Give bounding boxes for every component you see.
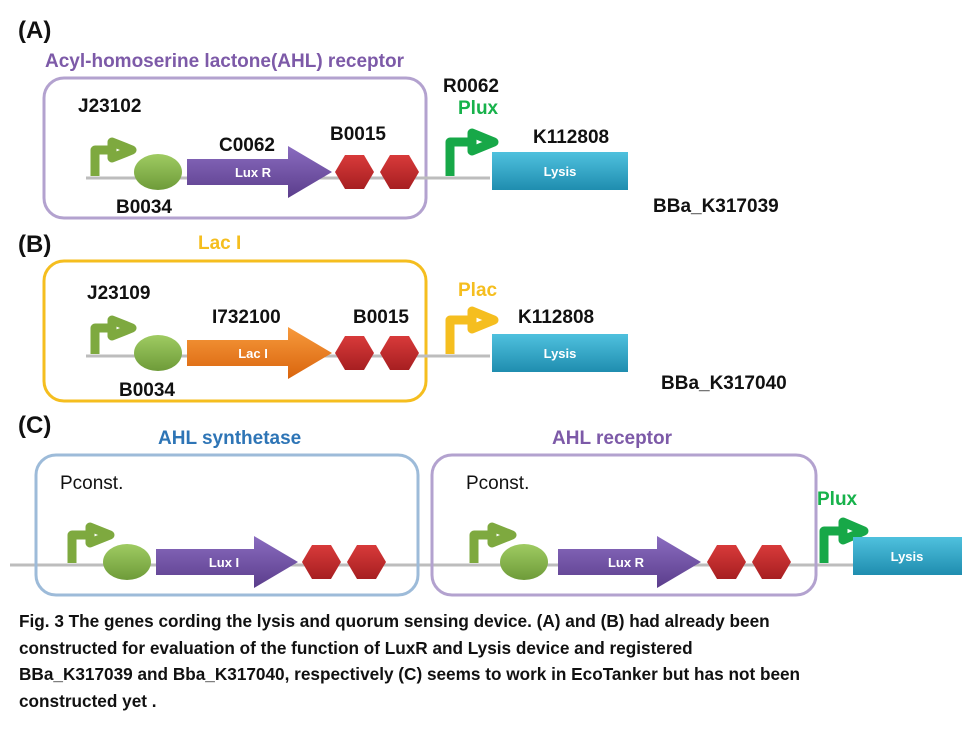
plux-promoter-icon-a bbox=[445, 128, 499, 176]
box-title-b: Lac I bbox=[198, 233, 241, 254]
caption-line-4: constructed yet . bbox=[19, 690, 157, 711]
part-id-a: BBa_K317039 bbox=[653, 196, 779, 217]
luxi-gene-arrow bbox=[156, 536, 298, 588]
label-plux-a: Plux bbox=[458, 98, 499, 119]
device-box-c-right bbox=[430, 453, 818, 597]
rbs-icon-c-right bbox=[500, 544, 548, 580]
promoter-j23109-icon bbox=[90, 315, 137, 354]
laci-gene-arrow bbox=[187, 327, 332, 379]
lysis-label-c: Lysis bbox=[891, 549, 924, 564]
terminator-hexagon-c2 bbox=[347, 545, 386, 579]
luxr-gene-arrow-c bbox=[558, 536, 701, 588]
box-title-a: Acyl-homoserine lactone(AHL) receptor bbox=[45, 51, 405, 72]
lysis-block-a bbox=[492, 152, 628, 190]
rbs-icon-c-left bbox=[103, 544, 151, 580]
label-j23109: J23109 bbox=[87, 283, 150, 304]
label-pconst-right: Pconst. bbox=[466, 473, 529, 494]
box-title-c-right: AHL receptor bbox=[552, 428, 673, 449]
lysis-label-b: Lysis bbox=[544, 346, 577, 361]
terminator-hexagon-c4 bbox=[752, 545, 791, 579]
label-plac: Plac bbox=[458, 280, 498, 301]
lysis-block-b bbox=[492, 334, 628, 372]
caption-line-3: BBa_K317039 and Bba_K317040, respectivel… bbox=[19, 664, 801, 684]
label-i732100: I732100 bbox=[212, 307, 281, 328]
panel-c: (C) AHL synthetase Pconst. Lux I AHL rec… bbox=[10, 412, 962, 597]
device-box-b bbox=[42, 259, 428, 403]
label-k112808-b: K112808 bbox=[518, 307, 594, 328]
label-r0062: R0062 bbox=[443, 76, 499, 97]
terminator-hexagon-c3 bbox=[707, 545, 746, 579]
label-b0015-b: B0015 bbox=[353, 307, 409, 328]
terminator-hexagon-b1 bbox=[335, 336, 374, 370]
luxr-gene-arrow bbox=[187, 146, 332, 198]
section-label-a: (A) bbox=[18, 17, 51, 44]
terminator-hexagon-b2 bbox=[380, 336, 419, 370]
label-plux-c: Plux bbox=[817, 489, 858, 510]
lysis-block-c bbox=[853, 537, 962, 575]
label-j23102: J23102 bbox=[78, 96, 141, 117]
plux-promoter-icon-c bbox=[819, 517, 869, 563]
rbs-b0034-icon bbox=[134, 154, 182, 190]
label-rbs-b: B0034 bbox=[119, 380, 175, 401]
label-b0015-a: B0015 bbox=[330, 124, 386, 145]
promoter-pconst-icon-left bbox=[67, 522, 115, 563]
part-id-b: BBa_K317040 bbox=[661, 373, 787, 394]
rbs-b0034-icon-b bbox=[134, 335, 182, 371]
gene-label-luxr-a: Lux R bbox=[235, 165, 272, 180]
plac-promoter-icon bbox=[445, 306, 499, 354]
device-box-c-left bbox=[34, 453, 420, 597]
label-rbs-a: B0034 bbox=[116, 197, 172, 218]
terminator-hexagon-c1 bbox=[302, 545, 341, 579]
figure-caption: Fig. 3 The genes cording the lysis and q… bbox=[19, 608, 959, 714]
panel-a: (A) Acyl-homoserine lactone(AHL) recepto… bbox=[18, 17, 779, 220]
promoter-pconst-icon-right bbox=[469, 522, 517, 563]
box-title-c-left: AHL synthetase bbox=[158, 428, 301, 449]
section-label-c: (C) bbox=[18, 412, 51, 439]
gene-label-luxr-c: Lux R bbox=[608, 555, 645, 570]
caption-line-2: constructed for evaluation of the functi… bbox=[19, 637, 693, 658]
lysis-label-a: Lysis bbox=[544, 164, 577, 179]
promoter-j23102-icon bbox=[90, 137, 137, 176]
gene-label-luxi: Lux I bbox=[209, 555, 239, 570]
gene-label-laci-b: Lac I bbox=[238, 346, 268, 361]
label-k112808-a: K112808 bbox=[533, 127, 609, 148]
panel-b: (B) Lac I J23109 B0034 Lac I I732100 B00… bbox=[18, 231, 787, 403]
section-label-b: (B) bbox=[18, 231, 51, 258]
device-box-a bbox=[42, 76, 428, 220]
terminator-hexagon-a1 bbox=[335, 155, 374, 189]
terminator-hexagon-a2 bbox=[380, 155, 419, 189]
label-pconst-left: Pconst. bbox=[60, 473, 123, 494]
caption-line-1: Fig. 3 The genes cording the lysis and q… bbox=[19, 611, 770, 631]
label-c0062: C0062 bbox=[219, 135, 275, 156]
